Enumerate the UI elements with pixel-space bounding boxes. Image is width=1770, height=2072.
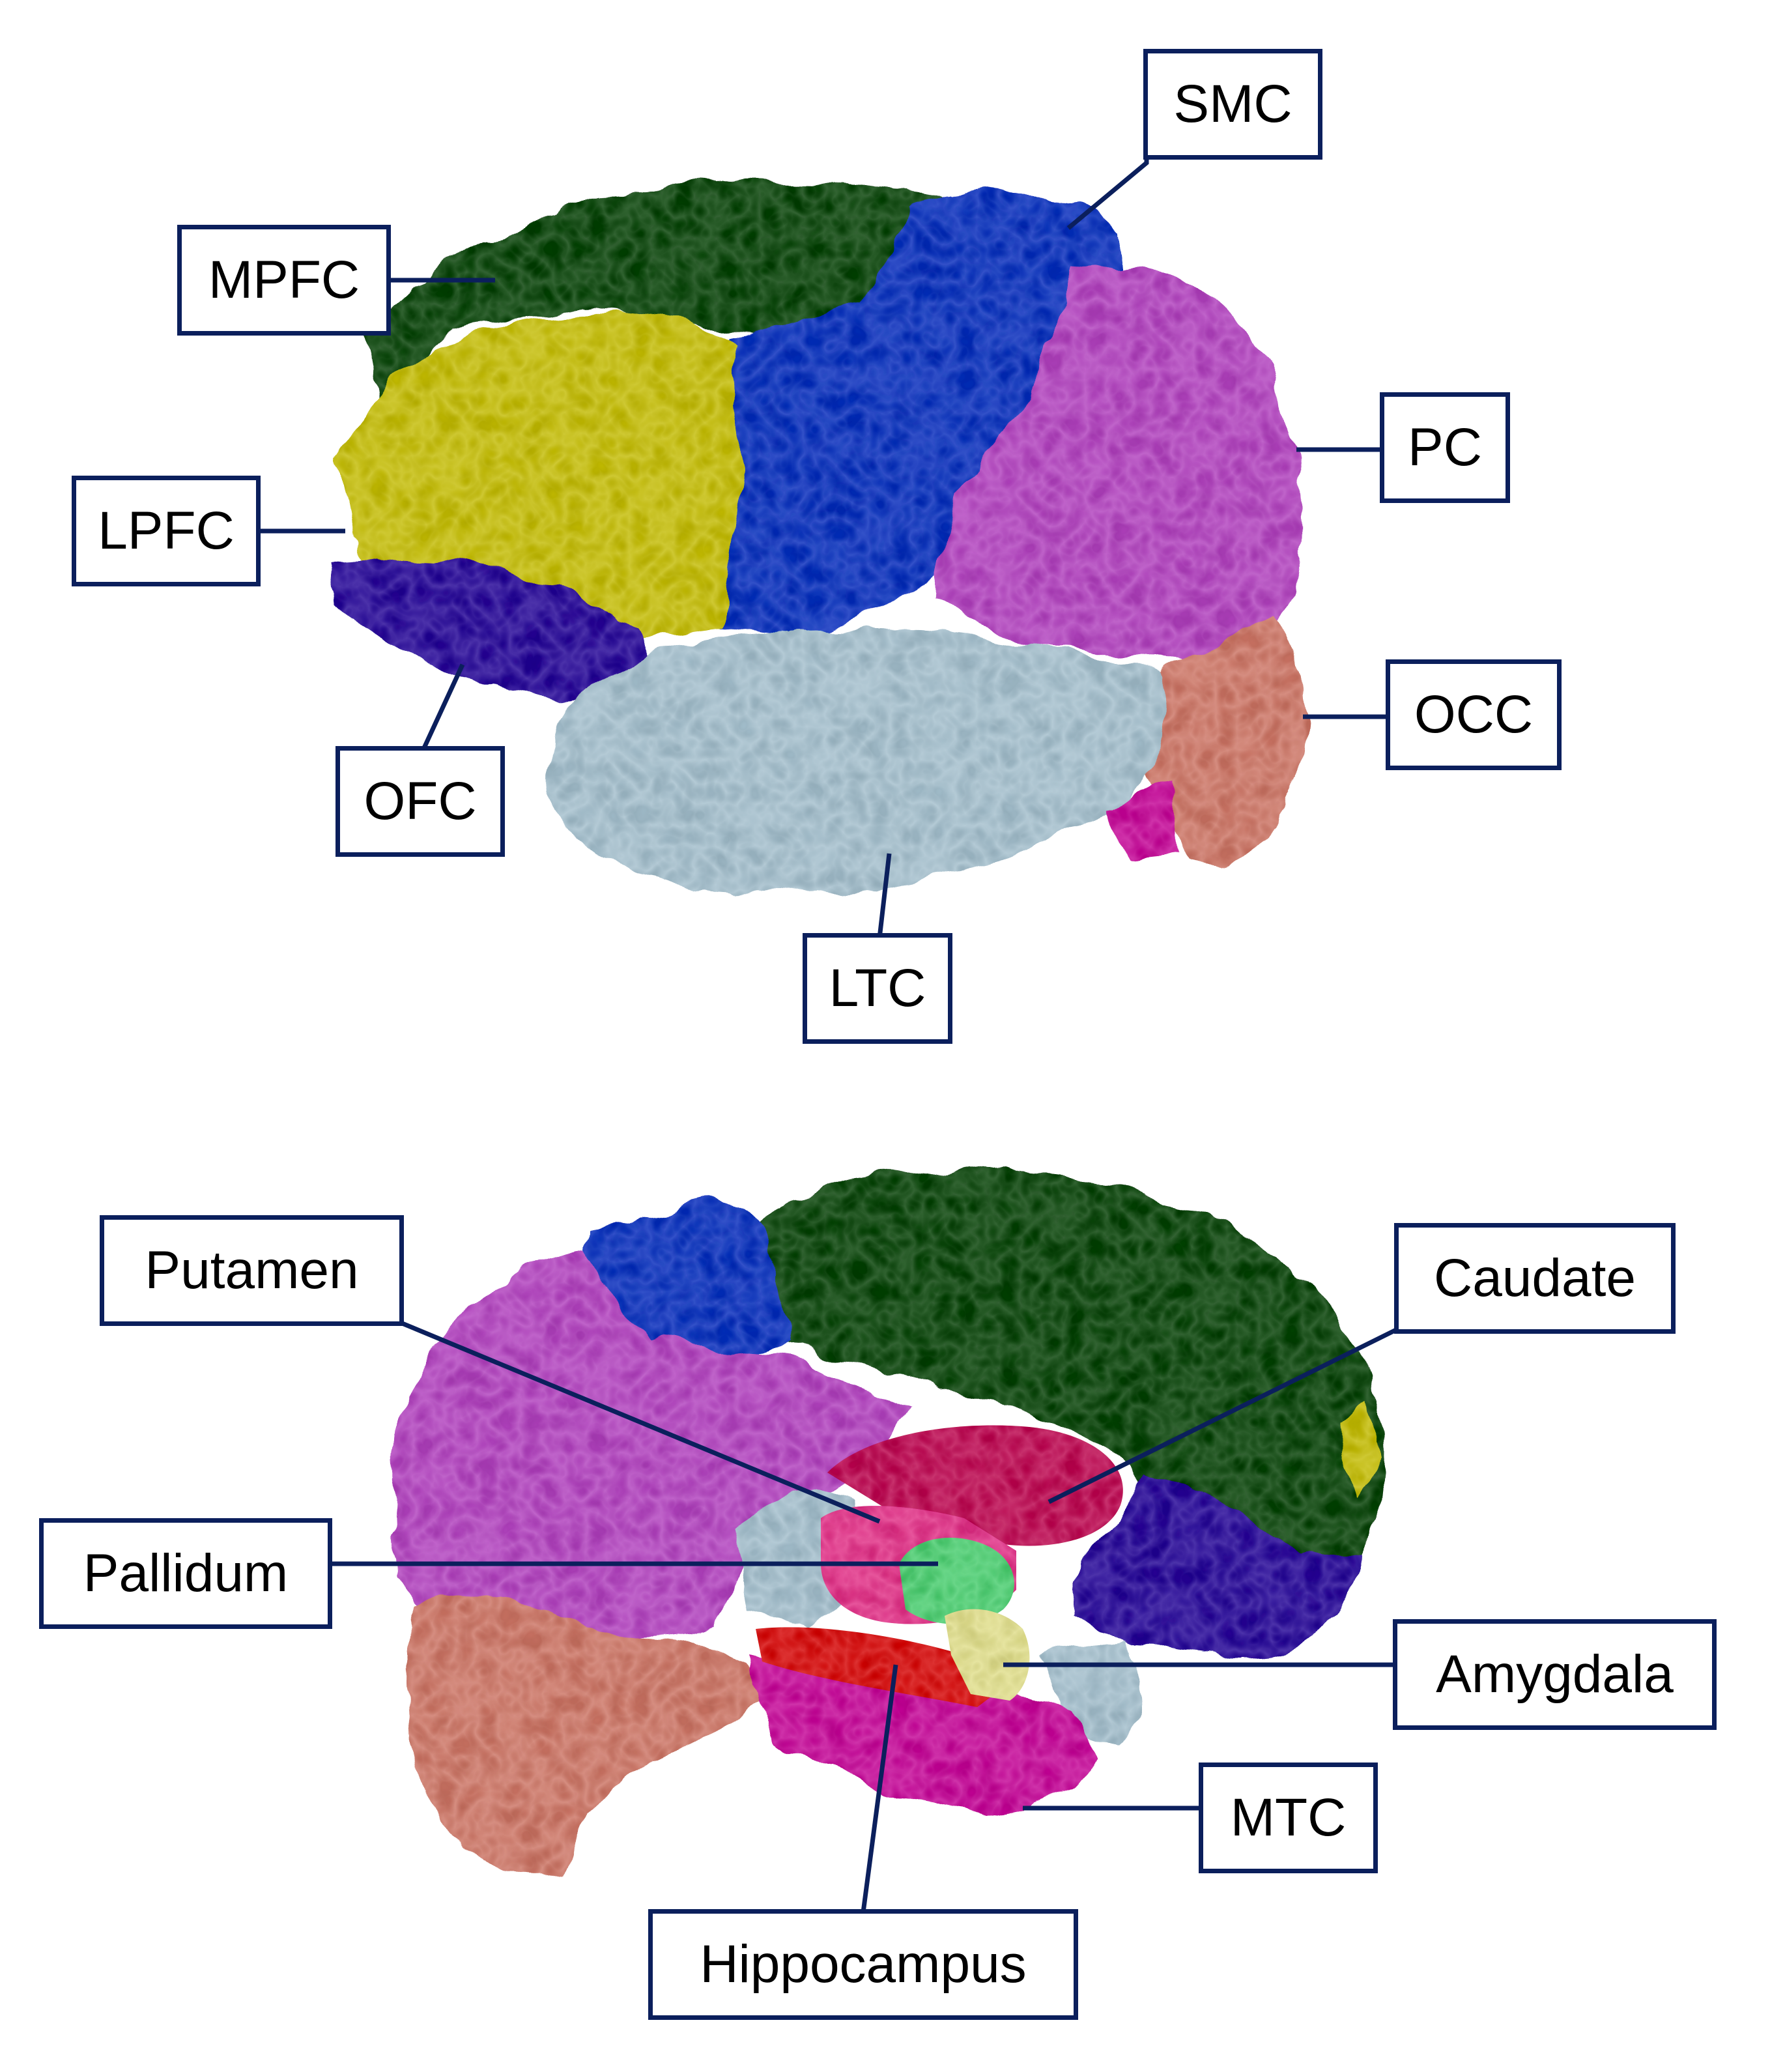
label-lpfc-text: LPFC <box>98 501 235 560</box>
label-smc: SMC <box>1143 49 1322 160</box>
leader-ltc <box>877 853 892 939</box>
label-amygdala-text: Amygdala <box>1436 1645 1674 1704</box>
label-putamen: Putamen <box>100 1215 404 1326</box>
label-amygdala: Amygdala <box>1393 1619 1717 1730</box>
label-putamen-text: Putamen <box>145 1241 359 1300</box>
label-pc-text: PC <box>1408 418 1482 477</box>
label-ofc-text: OFC <box>364 771 477 831</box>
label-caudate-text: Caudate <box>1433 1248 1636 1308</box>
region-mtc-lateral <box>1107 782 1179 860</box>
region-hippocampus <box>756 1627 1003 1707</box>
label-pallidum: Pallidum <box>39 1518 332 1629</box>
region-mpfc <box>365 180 990 404</box>
label-ofc: OFC <box>335 746 505 857</box>
label-hippocampus-text: Hippocampus <box>700 1935 1027 1994</box>
leader-caudate <box>1048 1327 1399 1504</box>
label-occ-text: OCC <box>1414 685 1534 744</box>
label-mtc-text: MTC <box>1230 1788 1347 1847</box>
leader-ofc <box>421 663 465 751</box>
region-pc-medial <box>393 1251 912 1642</box>
region-mpfc-medial <box>756 1170 1385 1577</box>
region-occ <box>1127 612 1306 864</box>
region-occ-medial <box>405 1592 782 1880</box>
label-hippocampus: Hippocampus <box>648 1909 1078 2020</box>
region-pc <box>938 263 1302 671</box>
label-pallidum-text: Pallidum <box>83 1544 289 1603</box>
region-ofc-medial <box>1075 1473 1362 1656</box>
label-pc: PC <box>1380 392 1510 503</box>
region-pallidum <box>899 1538 1014 1624</box>
label-occ: OCC <box>1386 659 1562 770</box>
region-ltc <box>551 629 1167 893</box>
leader-putamen <box>399 1320 881 1524</box>
label-ltc: LTC <box>803 933 952 1044</box>
leader-hippocampus <box>861 1664 898 1913</box>
leader-lines <box>257 91 1399 1913</box>
medial-brain-view <box>393 1170 1385 1880</box>
region-ofc <box>329 555 658 704</box>
label-mpfc: MPFC <box>177 225 391 336</box>
region-amygdala <box>945 1609 1030 1701</box>
label-mtc: MTC <box>1199 1763 1378 1873</box>
label-caudate: Caudate <box>1394 1223 1676 1334</box>
lateral-brain-view <box>329 180 1306 893</box>
label-smc-text: SMC <box>1173 74 1292 134</box>
region-lpfc-medial <box>1335 1401 1381 1499</box>
region-mtc-medial <box>749 1655 1101 1813</box>
label-mpfc-text: MPFC <box>208 250 360 309</box>
label-ltc-text: LTC <box>829 958 926 1018</box>
label-lpfc: LPFC <box>72 476 261 586</box>
